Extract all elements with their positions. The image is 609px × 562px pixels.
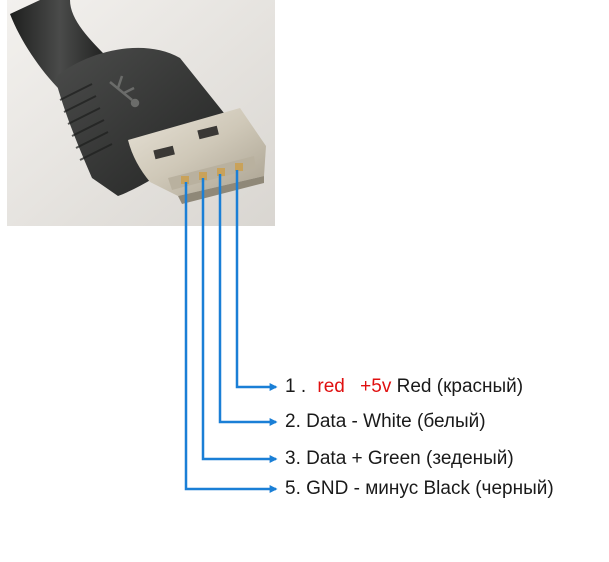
wire-pin-5: [184, 182, 278, 494]
gold-contacts: [181, 163, 243, 184]
pin-5-number: 5.: [285, 478, 301, 499]
pin-2-number: 2.: [285, 411, 301, 432]
pin-1-number: 1 .: [285, 376, 307, 397]
pin-2-label: 2. Data - White (белый): [285, 411, 486, 433]
pin-1-label: 1 . red +5v Red (красный): [285, 376, 523, 398]
pin-2-text: Data - White (белый): [306, 411, 486, 432]
usb-trident-icon: [109, 75, 140, 108]
pin-5-text: GND - минус Black (черный): [306, 478, 554, 499]
wire-lines: [184, 170, 278, 494]
pin-3-label: 3. Data + Green (зеденый): [285, 448, 514, 470]
wire-pin-2: [218, 174, 278, 427]
pin-5-label: 5. GND - минус Black (черный): [285, 478, 554, 500]
wire-pin-3: [201, 178, 278, 464]
usb-plug-photo: [7, 0, 275, 226]
pin-1-voltage: +5v: [360, 376, 392, 397]
pin-3-number: 3.: [285, 448, 301, 469]
pin-1-text: Red (красный): [396, 376, 524, 397]
pin-3-text: Data + Green (зеденый): [306, 448, 514, 469]
plug-body: [55, 47, 228, 197]
wire-pin-1: [235, 170, 278, 392]
pin-1-color-word: red: [317, 376, 345, 397]
